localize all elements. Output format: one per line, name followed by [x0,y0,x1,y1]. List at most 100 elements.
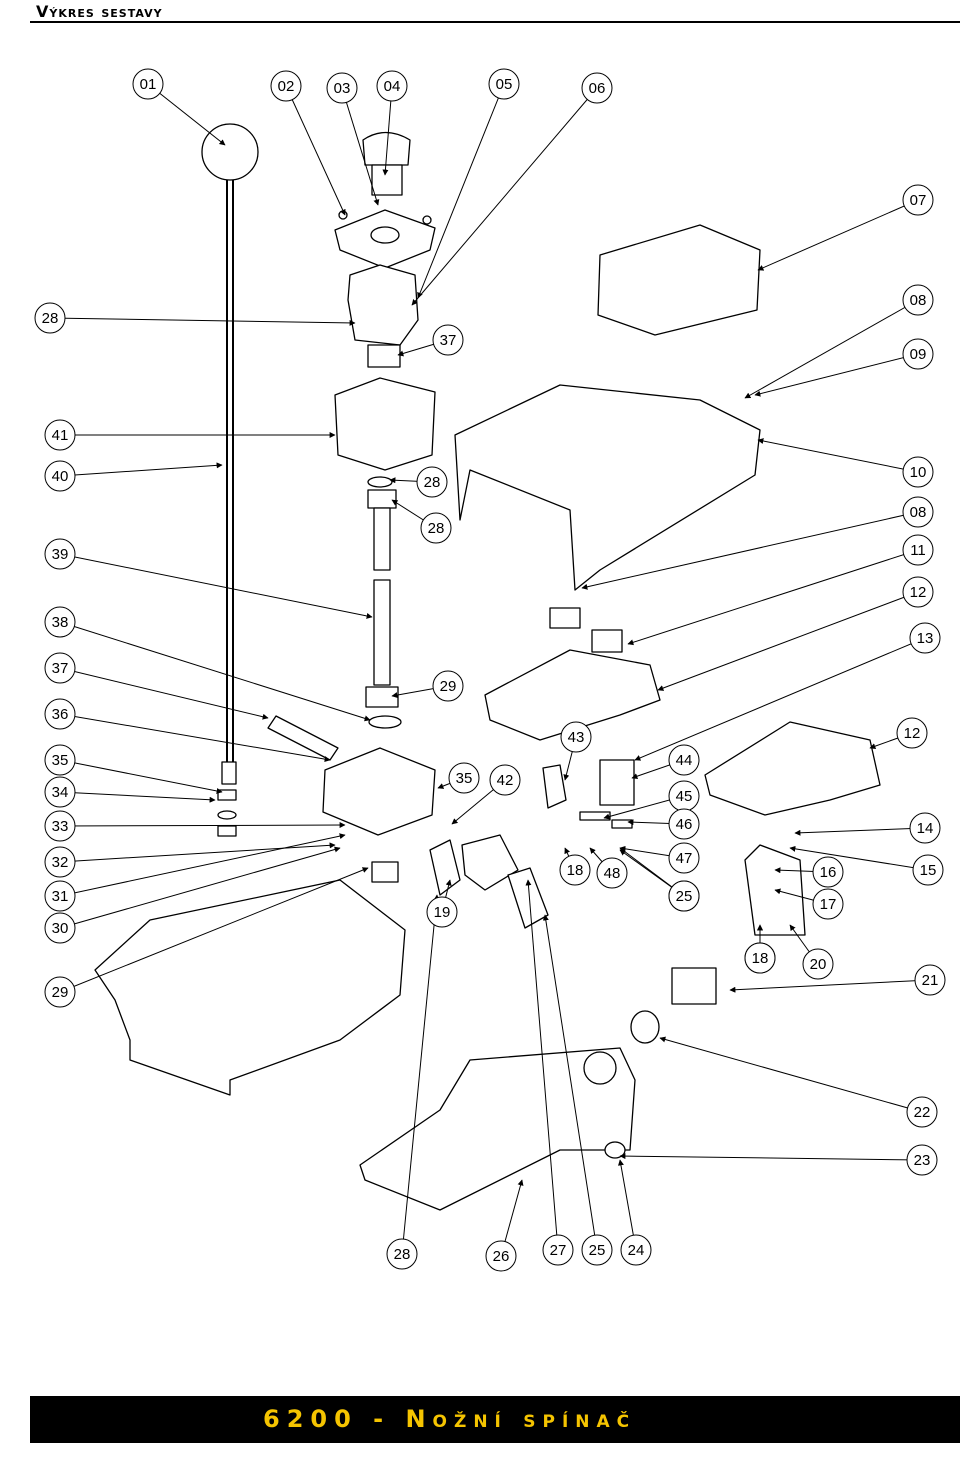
callout-14: 14 [909,812,941,844]
callout-circle [902,338,934,370]
callout-label: 12 [904,725,921,742]
callout-label: 35 [456,770,473,787]
callout-circle [270,70,302,102]
callout-11: 11 [902,534,934,566]
tube-part [267,715,339,761]
callout-45: 45 [668,780,700,812]
callout-12: 12 [896,717,928,749]
callout-label: 37 [440,332,457,349]
callout-10: 10 [902,456,934,488]
rod-thread-part [221,761,237,785]
callout-circle [596,857,628,889]
callout-38: 38 [44,606,76,638]
callout-39: 39 [44,538,76,570]
callout-26: 26 [485,1240,517,1272]
base-hole [583,1051,617,1085]
nut-part [365,686,399,708]
callout-circle [581,72,613,104]
leader-line [542,914,598,1251]
callout-circle [44,880,76,912]
callout-circle [44,698,76,730]
callout-label: 08 [910,504,927,521]
callout-13: 13 [909,622,941,654]
leader-line [525,879,559,1251]
callout-circle [581,1234,613,1266]
callout-08: 08 [902,284,934,316]
cable-gland-part [671,967,717,1005]
callout-circle [906,1096,938,1128]
actuator-block-part [347,264,419,346]
callout-28: 28 [416,466,448,498]
mushroom-button-part [362,131,411,166]
callout-circle [902,456,934,488]
clip-part [591,629,623,653]
callout-label: 06 [589,80,606,97]
leader-line [59,846,341,929]
leader-line [634,637,926,761]
callout-18: 18 [744,942,776,974]
callout-19: 19 [426,896,458,928]
callout-label: 23 [914,1152,931,1169]
leader-line [754,353,919,397]
leader-line [59,822,346,829]
callout-circle [542,1234,574,1266]
callout-circle [44,652,76,684]
leader-line [757,438,919,473]
callout-07: 07 [902,184,934,216]
callout-circle [668,744,700,776]
base-plate-part [359,1047,636,1211]
leader-line [619,1153,923,1161]
callout-circle [44,744,76,776]
callout-label: 03 [334,80,351,97]
callout-label: 08 [910,292,927,309]
callout-circle [912,854,944,886]
callout-08: 08 [902,496,934,528]
callout-16: 16 [812,856,844,888]
callout-30: 30 [44,912,76,944]
callout-label: 10 [910,464,927,481]
callout-label: 40 [52,468,69,485]
callout-46: 46 [668,808,700,840]
callout-circle [416,466,448,498]
callout-label: 31 [52,888,69,905]
callout-label: 15 [920,862,937,879]
leader-line [729,979,931,993]
callout-31: 31 [44,880,76,912]
leader-line [657,591,919,691]
leader-line [147,83,226,146]
callout-29: 29 [44,976,76,1008]
callout-label: 22 [914,1104,931,1121]
callout-label: 09 [910,346,927,363]
callout-34: 34 [44,776,76,808]
ball-knob-part [201,123,259,181]
callout-35: 35 [448,762,480,794]
callout-label: 25 [676,888,693,905]
leader-line [59,791,216,803]
switch-element-part [461,834,519,891]
callout-circle [896,717,928,749]
callout-circle [559,854,591,886]
base-block-part [322,747,436,836]
callout-circle [812,888,844,920]
callout-circle [906,1144,938,1176]
callout-label: 05 [496,76,513,93]
callout-20: 20 [802,948,834,980]
callout-28: 28 [420,512,452,544]
callout-circle [376,70,408,102]
callout-label: 37 [52,660,69,677]
leader-line [59,833,346,897]
callout-27: 27 [542,1234,574,1266]
callout-label: 45 [676,788,693,805]
callout-circle [44,776,76,808]
guard-cover-part [454,384,761,591]
callout-circle [489,764,521,796]
callout-24: 24 [620,1234,652,1266]
callout-label: 35 [52,752,69,769]
callout-circle [34,302,66,334]
callout-23: 23 [906,1144,938,1176]
clip-part [549,607,581,629]
nut-part [217,789,237,801]
callout-circle [488,68,520,100]
callout-circle [432,324,464,356]
callout-label: 47 [676,850,693,867]
